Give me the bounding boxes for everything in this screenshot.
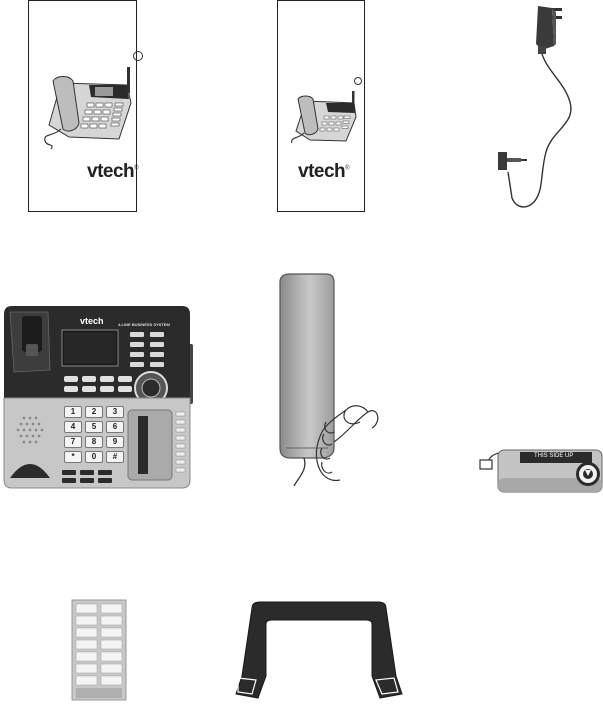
keypad-key: 4 <box>64 421 82 433</box>
manual-brand-text: vtech <box>87 161 134 182</box>
guide-brand-text: vtech <box>298 161 345 182</box>
keypad-key: # <box>106 451 124 463</box>
base-model-strip: 4-LINE BUSINESS SYSTEM <box>118 322 170 327</box>
guide-brand-mark: ® <box>345 166 349 172</box>
guide-cover-phone-icon <box>288 73 363 145</box>
directory-card-icon <box>70 598 130 704</box>
keypad-key: 9 <box>106 436 124 448</box>
keypad-key: 0 <box>85 451 103 463</box>
keypad-key: 8 <box>85 436 103 448</box>
keypad-key: 7 <box>64 436 82 448</box>
base-keypad: 1 2 3 4 5 6 7 8 9 * 0 # <box>64 406 124 463</box>
quick-start-guide: vtech® <box>277 0 365 212</box>
battery-label: THIS SIDE UP <box>534 453 573 459</box>
manual-brand-logo: vtech® <box>87 161 138 183</box>
keypad-key: 2 <box>85 406 103 418</box>
keypad-key: 5 <box>85 421 103 433</box>
power-adapter-icon <box>490 2 580 214</box>
telephone-base: vtech 4-LINE BUSINESS SYSTEM 1 2 3 4 5 6… <box>0 300 200 495</box>
keypad-key: * <box>64 451 82 463</box>
manual-brand-mark: ® <box>134 166 138 172</box>
guide-brand-logo: vtech® <box>298 161 349 183</box>
keypad-key: 6 <box>106 421 124 433</box>
battery-pack-icon <box>474 440 603 496</box>
battery-pack: THIS SIDE UP <box>474 440 603 496</box>
user-manual: vtech® <box>28 0 137 212</box>
base-brand-logo: vtech <box>80 316 104 326</box>
keypad-key: 1 <box>64 406 82 418</box>
corded-handset-icon <box>268 272 388 490</box>
manual-cover-phone-icon <box>39 45 134 151</box>
keypad-key: 3 <box>106 406 124 418</box>
telephone-base-icon <box>0 300 200 495</box>
wall-mount-bracket-icon <box>226 598 412 704</box>
